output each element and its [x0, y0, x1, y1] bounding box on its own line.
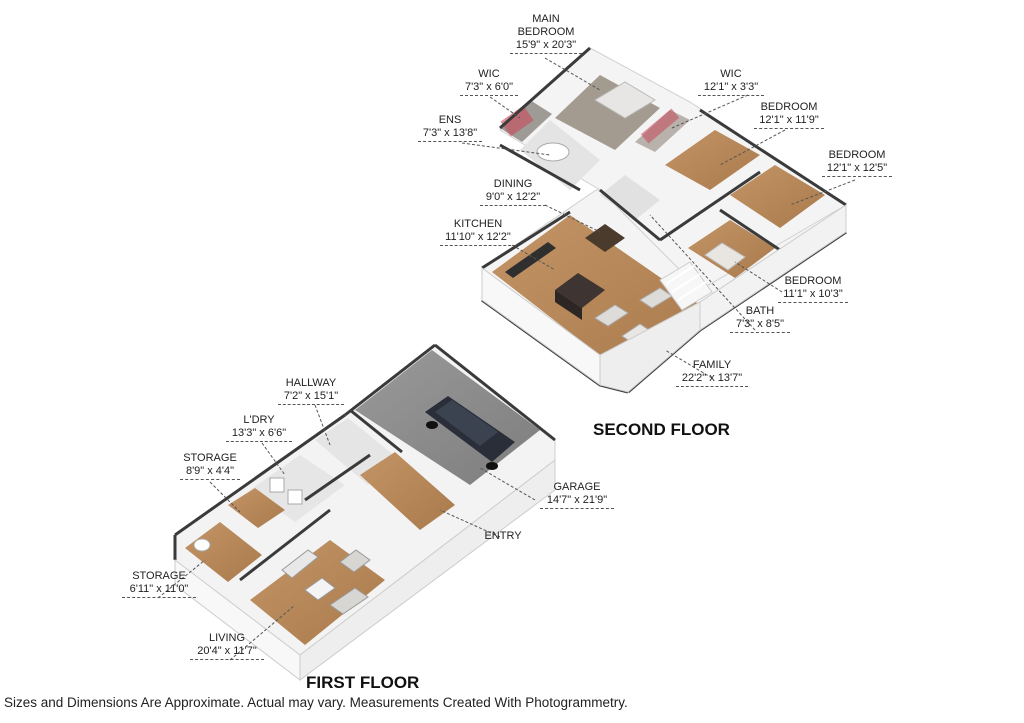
- coffee-table: [304, 577, 336, 601]
- room-dimensions: 22'2" x 13'7": [676, 372, 748, 387]
- room-label-storage-2: STORAGE 6'11" x 11'0": [122, 570, 196, 598]
- room-dimensions: 7'3" x 13'8": [418, 127, 482, 142]
- room-dimensions: 9'0" x 12'2": [480, 191, 546, 206]
- stairs: [659, 261, 713, 311]
- room-name: KITCHEN: [453, 218, 503, 230]
- room-label-wic-right: WIC 12'1" x 3'3": [698, 68, 764, 96]
- bath-floor: [600, 175, 660, 220]
- room-dimensions: 6'11" x 11'0": [122, 583, 196, 598]
- room-dimensions: 20'4" x 11'7": [190, 645, 264, 660]
- room-dimensions: 14'7" x 21'9": [540, 494, 614, 509]
- storage-2-floor: [185, 522, 262, 582]
- armchair: [339, 549, 371, 573]
- room-label-living: LIVING 20'4" x 11'7": [190, 632, 264, 660]
- sofa: [594, 304, 629, 327]
- first-floor-walls: [173, 343, 556, 582]
- dining-table: [585, 224, 625, 252]
- room-name: GARAGE: [553, 481, 601, 493]
- room-dimensions: 11'1" x 10'3": [778, 288, 848, 303]
- room-dimensions: 7'3" x 6'0": [460, 81, 518, 96]
- room-label-bedroom-3: BEDROOM 11'1" x 10'3": [778, 275, 848, 303]
- room-label-entry: ENTRY: [480, 530, 526, 543]
- room-label-storage-1: STORAGE 8'9" x 4'4": [180, 452, 240, 480]
- room-dimensions: 7'2" x 15'1": [278, 390, 344, 405]
- room-label-bedroom-2: BEDROOM 12'1" x 12'5": [822, 149, 892, 177]
- room-name: BEDROOM: [517, 26, 575, 38]
- room-name: FAMILY: [692, 359, 732, 371]
- room-label-bath: BATH 7'3" x 8'5": [730, 305, 790, 333]
- room-label-ens: ENS 7'3" x 13'8": [418, 114, 482, 142]
- room-name: STORAGE: [132, 570, 186, 582]
- room-label-hallway: HALLWAY 7'2" x 15'1": [278, 377, 344, 405]
- car: [425, 396, 515, 470]
- disclaimer-text: Sizes and Dimensions Are Approximate. Ac…: [4, 695, 628, 710]
- room-name: BEDROOM: [828, 149, 886, 161]
- first-floor-title: FIRST FLOOR: [306, 673, 420, 692]
- entry-floor: [360, 452, 455, 530]
- tv-console: [281, 549, 319, 579]
- room-name: L'DRY: [243, 414, 275, 426]
- second-floor-model: [481, 46, 847, 394]
- room-label-kitchen: KITCHEN 11'10" x 12'2": [440, 218, 516, 246]
- kitchen-island: [555, 273, 605, 308]
- room-dimensions: 15'9" x 20'3": [510, 39, 582, 54]
- leader-lines: [157, 57, 856, 661]
- room-name: BEDROOM: [784, 275, 842, 287]
- room-name: MAIN: [532, 13, 560, 25]
- room-dimensions: 13'3" x 6'6": [226, 427, 292, 442]
- room-name: WIC: [478, 68, 500, 80]
- room-dimensions: 12'1" x 3'3": [698, 81, 764, 96]
- second-floor-title: SECOND FLOOR: [593, 420, 730, 439]
- storage-1-floor: [228, 488, 285, 528]
- room-name: BEDROOM: [760, 101, 818, 113]
- room-name: HALLWAY: [285, 377, 337, 389]
- bedroom-2-floor: [730, 165, 825, 228]
- room-label-family: FAMILY 22'2" x 13'7": [676, 359, 748, 387]
- first-floor-model: [173, 343, 556, 682]
- room-label-wic-left: WIC 7'3" x 6'0": [460, 68, 518, 96]
- room-label-garage: GARAGE 14'7" x 21'9": [540, 481, 614, 509]
- room-dimensions: 7'3" x 8'5": [730, 318, 790, 333]
- room-label-laundry: L'DRY 13'3" x 6'6": [226, 414, 292, 442]
- room-name: BATH: [745, 305, 775, 317]
- room-name: ENTRY: [484, 530, 522, 542]
- room-name: ENS: [438, 114, 462, 126]
- room-label-dining: DINING 9'0" x 12'2": [480, 178, 546, 206]
- room-label-bedroom-1: BEDROOM 12'1" x 11'9": [754, 101, 824, 129]
- room-dimensions: 8'9" x 4'4": [180, 465, 240, 480]
- room-name: WIC: [720, 68, 742, 80]
- main-bed: [594, 81, 656, 119]
- room-label-main-bedroom: MAIN BEDROOM 15'9" x 20'3": [510, 13, 582, 54]
- room-dimensions: 11'10" x 12'2": [440, 231, 516, 246]
- room-name: STORAGE: [183, 452, 237, 464]
- room-name: DINING: [493, 178, 533, 190]
- room-name: LIVING: [208, 632, 246, 644]
- bedroom-1-floor: [665, 130, 760, 190]
- room-dimensions: 12'1" x 12'5": [822, 162, 892, 177]
- room-dimensions: 12'1" x 11'9": [754, 114, 824, 129]
